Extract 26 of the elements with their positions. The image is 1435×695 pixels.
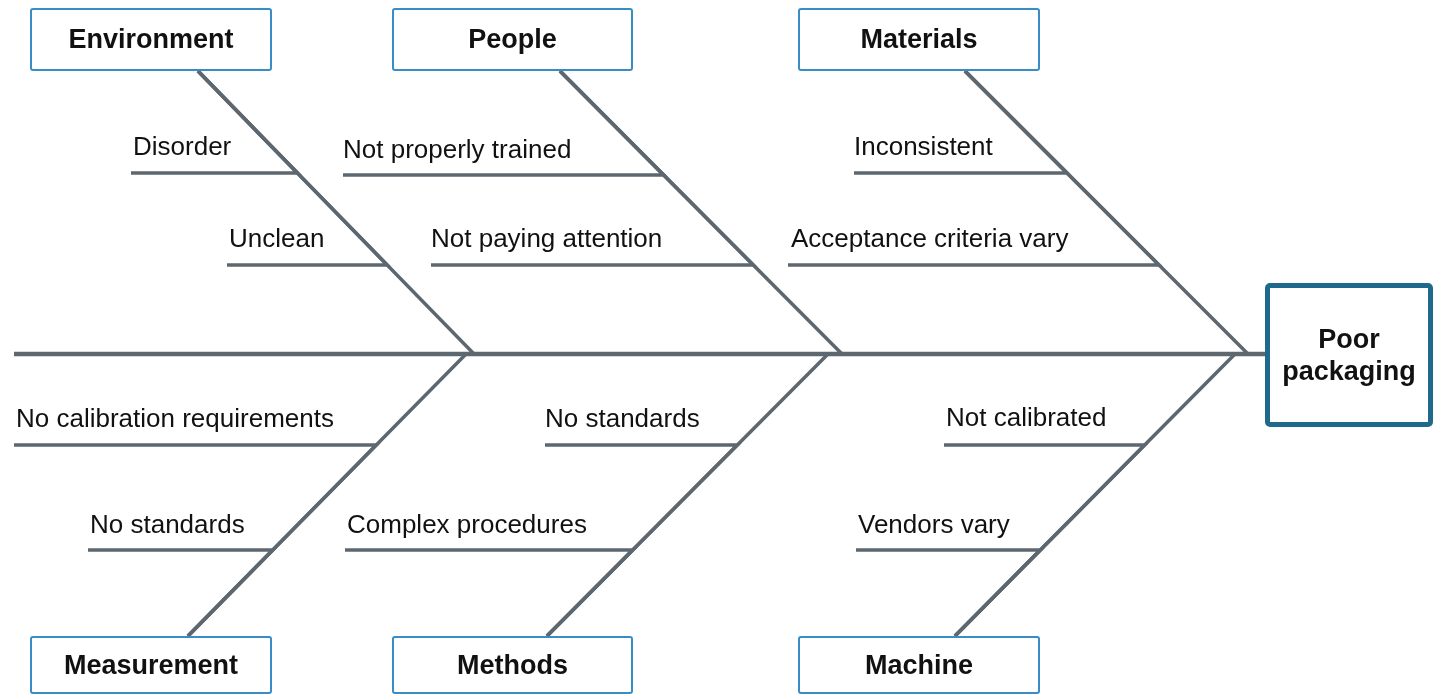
cause-label: No standards [90,509,245,540]
cause-label: Complex procedures [347,509,587,540]
category-box: People [392,8,633,71]
category-box: Measurement [30,636,272,694]
category-box: Machine [798,636,1040,694]
cause-line [788,69,1164,267]
cause-label: Not calibrated [946,402,1107,433]
cause-label: Not paying attention [431,223,663,254]
cause-label: Vendors vary [858,509,1010,540]
category-box: Methods [392,636,633,694]
cause-label: No standards [545,403,700,434]
cause-line [345,548,637,638]
cause-line [196,69,392,267]
cause-label: Acceptance criteria vary [791,223,1069,254]
cause-line [88,548,277,638]
cause-line [856,548,1045,638]
cause-line [431,69,758,267]
cause-label: Inconsistent [854,131,993,162]
cause-label: Unclean [229,223,325,254]
cause-label: Not properly trained [343,134,572,165]
category-box: Materials [798,8,1040,71]
category-box: Environment [30,8,272,71]
cause-label: Disorder [133,131,232,162]
spine-line [14,351,1265,357]
effect-box: Poor packaging [1265,283,1433,427]
cause-label: No calibration requirements [16,403,334,434]
